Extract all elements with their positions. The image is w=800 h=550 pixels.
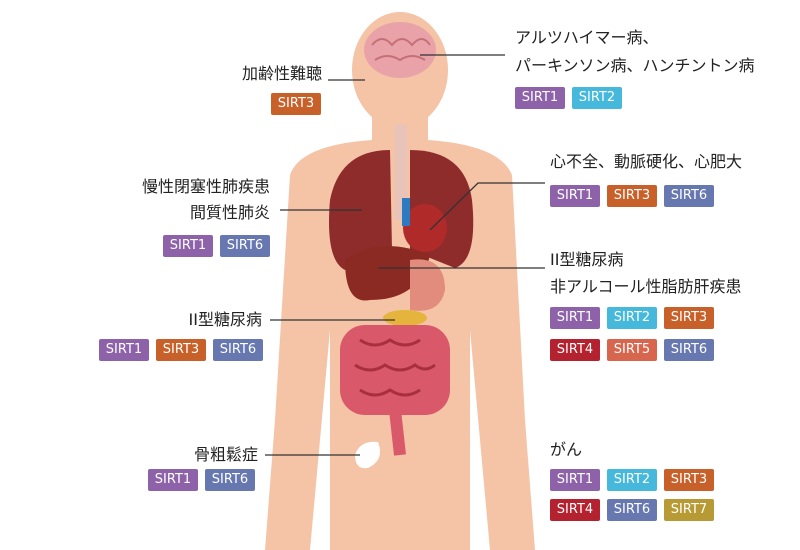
intestines-icon xyxy=(340,325,450,456)
label-lung-2: 間質性肺炎 xyxy=(189,203,270,222)
badge-sirt2: SIRT2 xyxy=(607,469,657,491)
liver-icon xyxy=(345,246,430,301)
badge-sirt3: SIRT3 xyxy=(664,307,714,329)
badge-sirt1: SIRT1 xyxy=(550,469,600,491)
badge-sirt2: SIRT2 xyxy=(572,87,622,109)
badge-sirt1: SIRT1 xyxy=(515,87,565,109)
bone-icon xyxy=(355,441,381,469)
badge-sirt1: SIRT1 xyxy=(99,339,149,361)
badge-sirt6: SIRT6 xyxy=(205,469,255,491)
label-hearing-loss: 加齢性難聴 xyxy=(241,64,322,83)
badge-sirt6: SIRT6 xyxy=(664,339,714,361)
label-liver-2: 非アルコール性脂肪肝疾患 xyxy=(550,277,742,296)
badge-sirt1: SIRT1 xyxy=(163,235,213,257)
brain-icon xyxy=(364,22,436,78)
label-neuro-1: アルツハイマー病、 xyxy=(515,28,659,47)
badge-sirt6: SIRT6 xyxy=(664,185,714,207)
pancreas-icon xyxy=(383,310,427,326)
badge-sirt5: SIRT5 xyxy=(607,339,657,361)
leader-lines xyxy=(265,54,545,456)
label-liver-1: II型糖尿病 xyxy=(550,250,624,269)
badge-sirt1: SIRT1 xyxy=(550,307,600,329)
badge-sirt4: SIRT4 xyxy=(550,339,600,361)
badge-sirt6: SIRT6 xyxy=(220,235,270,257)
badge-sirt6: SIRT6 xyxy=(213,339,263,361)
stomach-icon xyxy=(410,259,445,311)
heart-icon xyxy=(402,198,447,252)
badge-sirt1: SIRT1 xyxy=(550,185,600,207)
label-heart: 心不全、動脈硬化、心肥大 xyxy=(550,152,743,171)
badge-sirt6: SIRT6 xyxy=(607,499,657,521)
label-neuro-2: パーキンソン病、ハンチントン病 xyxy=(515,56,755,75)
trachea-icon xyxy=(395,125,407,220)
label-lung-1: 慢性閉塞性肺疾患 xyxy=(141,177,270,196)
badge-sirt3: SIRT3 xyxy=(664,469,714,491)
badge-sirt3: SIRT3 xyxy=(607,185,657,207)
label-pancreas: II型糖尿病 xyxy=(188,310,262,329)
badge-sirt1: SIRT1 xyxy=(148,469,198,491)
badge-sirt4: SIRT4 xyxy=(550,499,600,521)
badge-sirt3: SIRT3 xyxy=(156,339,206,361)
badge-sirt3: SIRT3 xyxy=(271,93,321,115)
badge-sirt2: SIRT2 xyxy=(607,307,657,329)
label-cancer: がん xyxy=(550,440,583,459)
badge-sirt7: SIRT7 xyxy=(664,499,714,521)
label-bone: 骨粗鬆症 xyxy=(193,445,258,464)
